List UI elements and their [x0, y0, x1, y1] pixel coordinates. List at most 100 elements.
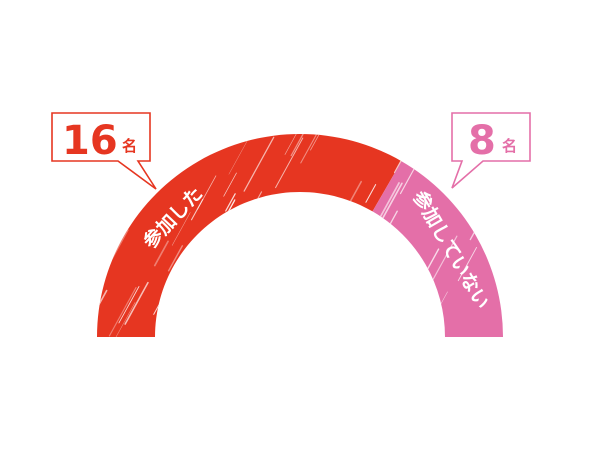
scratch-mark	[457, 246, 478, 282]
scratch-mark	[101, 189, 120, 221]
scratch-mark	[208, 261, 217, 275]
scratch-mark	[155, 298, 180, 337]
scratch-mark	[320, 271, 339, 305]
scratch-mark	[278, 214, 295, 245]
scratch-mark	[243, 310, 255, 330]
scratch-mark	[265, 243, 287, 283]
scratch-mark	[226, 292, 253, 337]
scratch-mark	[167, 245, 184, 272]
scratch-mark	[365, 184, 377, 203]
scratch-mark	[189, 262, 208, 297]
scratch-mark	[286, 248, 297, 265]
scratch-mark	[484, 195, 500, 225]
slice-not-attended	[372, 161, 503, 337]
scratch-mark	[506, 272, 515, 289]
scratch-mark	[371, 341, 392, 378]
scratch-mark	[393, 149, 402, 174]
scratch-mark	[228, 276, 254, 322]
scratch-mark	[506, 181, 513, 194]
scratch-mark	[76, 234, 92, 264]
scratch-mark	[216, 271, 236, 307]
callout-not-attended-value: 8	[468, 118, 496, 164]
scratch-mark	[290, 134, 307, 157]
scratch-mark	[362, 122, 368, 133]
scratch-mark	[275, 137, 304, 189]
scratch-mark	[137, 344, 145, 358]
scratch-mark	[291, 266, 300, 283]
scratch-mark	[238, 301, 250, 321]
scratch-mark	[182, 299, 206, 337]
scratch-mark	[178, 299, 192, 322]
scratch-mark	[114, 212, 127, 234]
scratch-mark	[226, 327, 251, 337]
scratch-mark	[405, 270, 414, 286]
scratch-mark	[118, 286, 140, 324]
scratch-mark	[288, 225, 295, 236]
scratch-mark	[265, 340, 275, 359]
callout-attended-unit: 名	[122, 137, 137, 155]
scratch-mark	[276, 327, 301, 337]
scratch-mark	[225, 193, 236, 212]
scratch-mark	[372, 210, 398, 262]
scratch-mark	[379, 134, 392, 145]
scratch-mark	[479, 333, 506, 382]
scratch-mark	[431, 235, 458, 283]
scratch-mark	[318, 198, 341, 239]
scratch-mark	[300, 134, 319, 164]
scratch-mark	[469, 189, 499, 241]
scratch-mark	[264, 289, 280, 316]
scratch-mark	[425, 248, 440, 274]
scratch-mark	[111, 229, 129, 260]
scratch-mark	[168, 289, 184, 315]
scratch-mark	[254, 263, 266, 284]
scratch-mark	[164, 286, 185, 325]
scratch-mark	[418, 348, 426, 363]
scratch-mark	[191, 338, 211, 375]
scratch-mark	[372, 244, 379, 267]
scratch-mark	[328, 220, 345, 249]
scratch-mark	[307, 297, 336, 351]
scratch-mark	[108, 286, 137, 337]
scratch-mark	[372, 297, 393, 337]
scratch-mark	[223, 172, 237, 197]
slices-group	[97, 134, 503, 337]
scratch-mark	[284, 134, 298, 155]
scratch-mark	[171, 212, 191, 246]
scratch-mark	[124, 281, 149, 325]
scratch-mark	[310, 134, 325, 151]
scratch-mark	[107, 302, 136, 337]
scratch-mark	[197, 175, 217, 210]
scratch-mark	[273, 318, 284, 335]
scratch-mark	[194, 256, 200, 266]
callout-not-attended: 8 名	[451, 112, 531, 189]
scratch-mark	[399, 167, 416, 195]
callout-attended: 16 名	[51, 112, 157, 190]
scratch-mark	[183, 341, 199, 371]
scratch-mark	[243, 136, 275, 192]
scratch-mark	[184, 262, 193, 278]
callout-not-attended-box	[451, 112, 531, 189]
scratch-mark	[63, 203, 83, 239]
callout-attended-box	[51, 112, 157, 190]
callout-attended-value: 16	[62, 118, 118, 164]
scratch-mark	[68, 193, 81, 217]
scratch-mark	[215, 213, 237, 253]
slice-attended	[97, 134, 402, 337]
scratch-mark	[184, 339, 208, 383]
scratch-mark	[407, 295, 434, 337]
scratch-mark	[171, 310, 182, 329]
scratch-mark	[217, 253, 231, 278]
scratch-mark	[489, 225, 516, 274]
scratch-mark	[499, 263, 511, 284]
scratch-mark	[173, 274, 184, 293]
scratch-mark	[315, 249, 326, 267]
scratch-mark	[372, 330, 373, 337]
scratch-mark	[415, 283, 427, 305]
scratch-mark	[153, 240, 169, 267]
scratch-mark	[228, 140, 248, 175]
scratch-mark	[63, 244, 89, 291]
scratch-mark	[303, 216, 314, 234]
scratch-mark	[187, 134, 206, 151]
